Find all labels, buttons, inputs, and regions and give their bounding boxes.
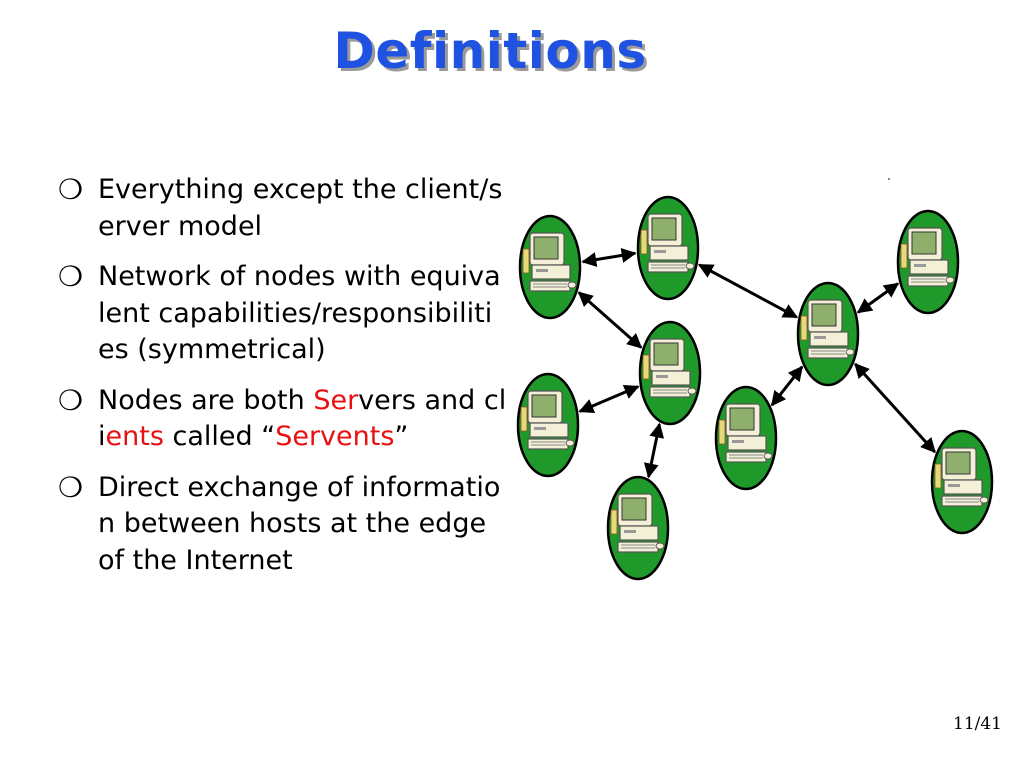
bullet-circle-icon: ❍	[58, 383, 84, 417]
bullet-item: ❍ Everything except the client/server mod…	[58, 172, 508, 245]
bullet-text: called “	[163, 421, 276, 452]
bullet-text-highlight: Servents	[275, 421, 395, 452]
desktop-computer-icon	[520, 390, 575, 450]
bullet-item: ❍ Direct exchange of information between …	[58, 470, 508, 580]
computer-node	[606, 475, 670, 581]
links-layer	[577, 248, 936, 479]
bullet-text: Nodes are both	[98, 384, 314, 416]
bullet-circle-icon: ❍	[58, 260, 84, 293]
desktop-computer-icon	[900, 227, 955, 287]
double-arrow-link	[581, 248, 637, 267]
double-arrow-link	[577, 291, 643, 349]
desktop-computer-icon	[640, 213, 695, 273]
bullet-circle-icon: ❍	[58, 470, 84, 504]
bullet-text-highlight: ents	[105, 421, 164, 452]
computer-node	[896, 209, 960, 315]
double-arrow-link	[770, 365, 804, 407]
bullet-item: ❍ Nodes are both Servers and clients call…	[58, 383, 508, 456]
double-arrow-link	[697, 263, 799, 319]
bullet-text: Direct exchange of information between h…	[98, 471, 501, 576]
bullet-text: Network of nodes with equivalent capabil…	[98, 261, 501, 365]
computer-node	[518, 214, 582, 320]
computer-node	[796, 281, 860, 387]
nodes-layer	[516, 195, 994, 581]
bullet-item: ❍ Network of nodes with equivalent capabi…	[58, 259, 508, 369]
desktop-computer-icon	[522, 232, 577, 292]
desktop-computer-icon	[934, 447, 989, 507]
double-arrow-link	[578, 384, 640, 414]
computer-node	[930, 429, 994, 535]
bullet-list: ❍ Everything except the client/server mod…	[58, 172, 508, 593]
bullet-text-highlight: Ser	[313, 384, 359, 416]
computer-node	[714, 385, 778, 491]
bullet-text: ”	[394, 421, 409, 452]
computer-node	[638, 320, 702, 426]
bullet-text: vers and cli	[98, 384, 507, 453]
p2p-network-diagram	[516, 195, 994, 581]
desktop-computer-icon	[800, 299, 855, 359]
computer-node	[516, 372, 580, 478]
bullet-text: Everything except the client/server mode…	[98, 174, 503, 242]
double-arrow-link	[643, 422, 665, 479]
double-arrow-link	[854, 362, 936, 454]
slide-title: Definitions	[333, 22, 647, 80]
desktop-computer-icon	[610, 493, 665, 553]
desktop-computer-icon	[642, 338, 697, 398]
page-number: 11/41	[953, 714, 1002, 734]
desktop-computer-icon	[718, 403, 773, 463]
double-arrow-link	[856, 282, 900, 314]
computer-node	[636, 195, 700, 301]
stray-dot	[888, 178, 890, 180]
bullet-circle-icon: ❍	[58, 173, 84, 206]
